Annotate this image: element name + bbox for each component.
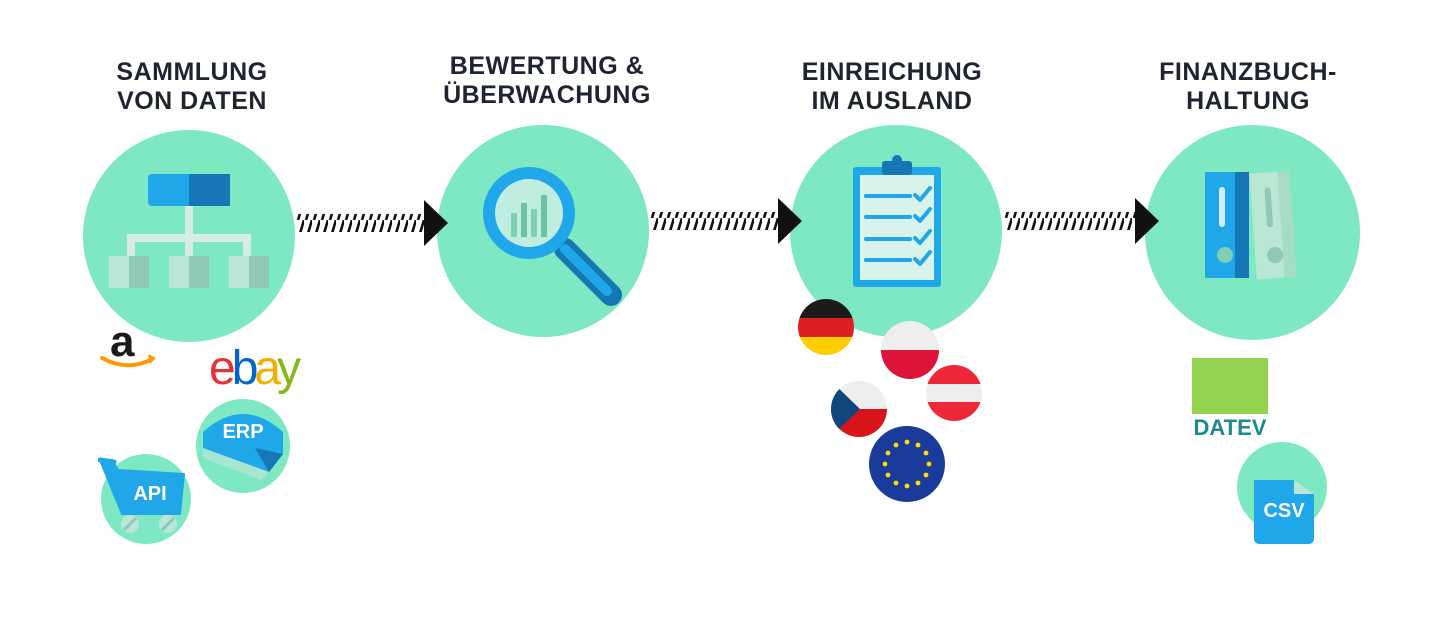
title-line: FINANZBUCH- — [1159, 58, 1337, 86]
svg-text:ebay: ebay — [209, 342, 301, 395]
stage-title-evaluation: BEWERTUNG & ÜBERWACHUNG — [417, 52, 677, 110]
stage-title-filing-abroad: EINREICHUNG IM AUSLAND — [762, 58, 1022, 116]
csv-file-badge: CSV — [1232, 442, 1328, 546]
title-line: BEWERTUNG & — [449, 52, 645, 80]
stage-circle-evaluation — [437, 125, 649, 337]
connector-arrow-1 — [296, 200, 448, 246]
connector-arrow-3 — [1004, 198, 1159, 244]
datev-label: DATEV — [1194, 415, 1267, 440]
eu-flag-icon — [869, 426, 945, 502]
ebay-b: b — [232, 342, 257, 395]
binders-icon — [1205, 170, 1297, 280]
germany-flag-icon — [798, 299, 854, 355]
api-cart-badge: API — [98, 452, 194, 544]
title-line: SAMMLUNG — [116, 58, 268, 86]
connector-arrow-2 — [650, 198, 802, 244]
stage-circle-accounting — [1145, 125, 1360, 340]
magnifier-chart-icon — [483, 167, 622, 306]
datev-logo: DATEV — [1190, 358, 1270, 440]
api-label: API — [133, 483, 166, 505]
title-line: HALTUNG — [1186, 87, 1310, 115]
ebay-logo: ebay — [209, 340, 329, 396]
ebay-y: y — [277, 342, 301, 395]
austria-flag-icon — [926, 365, 982, 421]
clipboard-checklist-icon — [853, 155, 941, 287]
czech-flag-icon — [831, 381, 887, 437]
stage-circle-filing-abroad — [790, 125, 1002, 337]
erp-badge: ERP — [195, 398, 291, 494]
amazon-letter: a — [110, 318, 135, 366]
csv-label: CSV — [1263, 500, 1305, 522]
hierarchy-icon — [109, 174, 269, 288]
stage-circle-collection — [83, 130, 295, 342]
erp-label: ERP — [222, 421, 263, 443]
poland-flag-icon — [881, 321, 939, 379]
title-line: ÜBERWACHUNG — [443, 81, 651, 109]
title-line: EINREICHUNG — [801, 58, 983, 86]
stage-title-accounting: FINANZBUCH- HALTUNG — [1118, 58, 1378, 116]
title-line: IM AUSLAND — [811, 87, 973, 115]
stage-title-collection: SAMMLUNG VON DATEN — [62, 58, 322, 116]
ebay-e: e — [209, 342, 234, 395]
title-line: VON DATEN — [117, 87, 267, 115]
amazon-logo: a — [100, 318, 160, 370]
